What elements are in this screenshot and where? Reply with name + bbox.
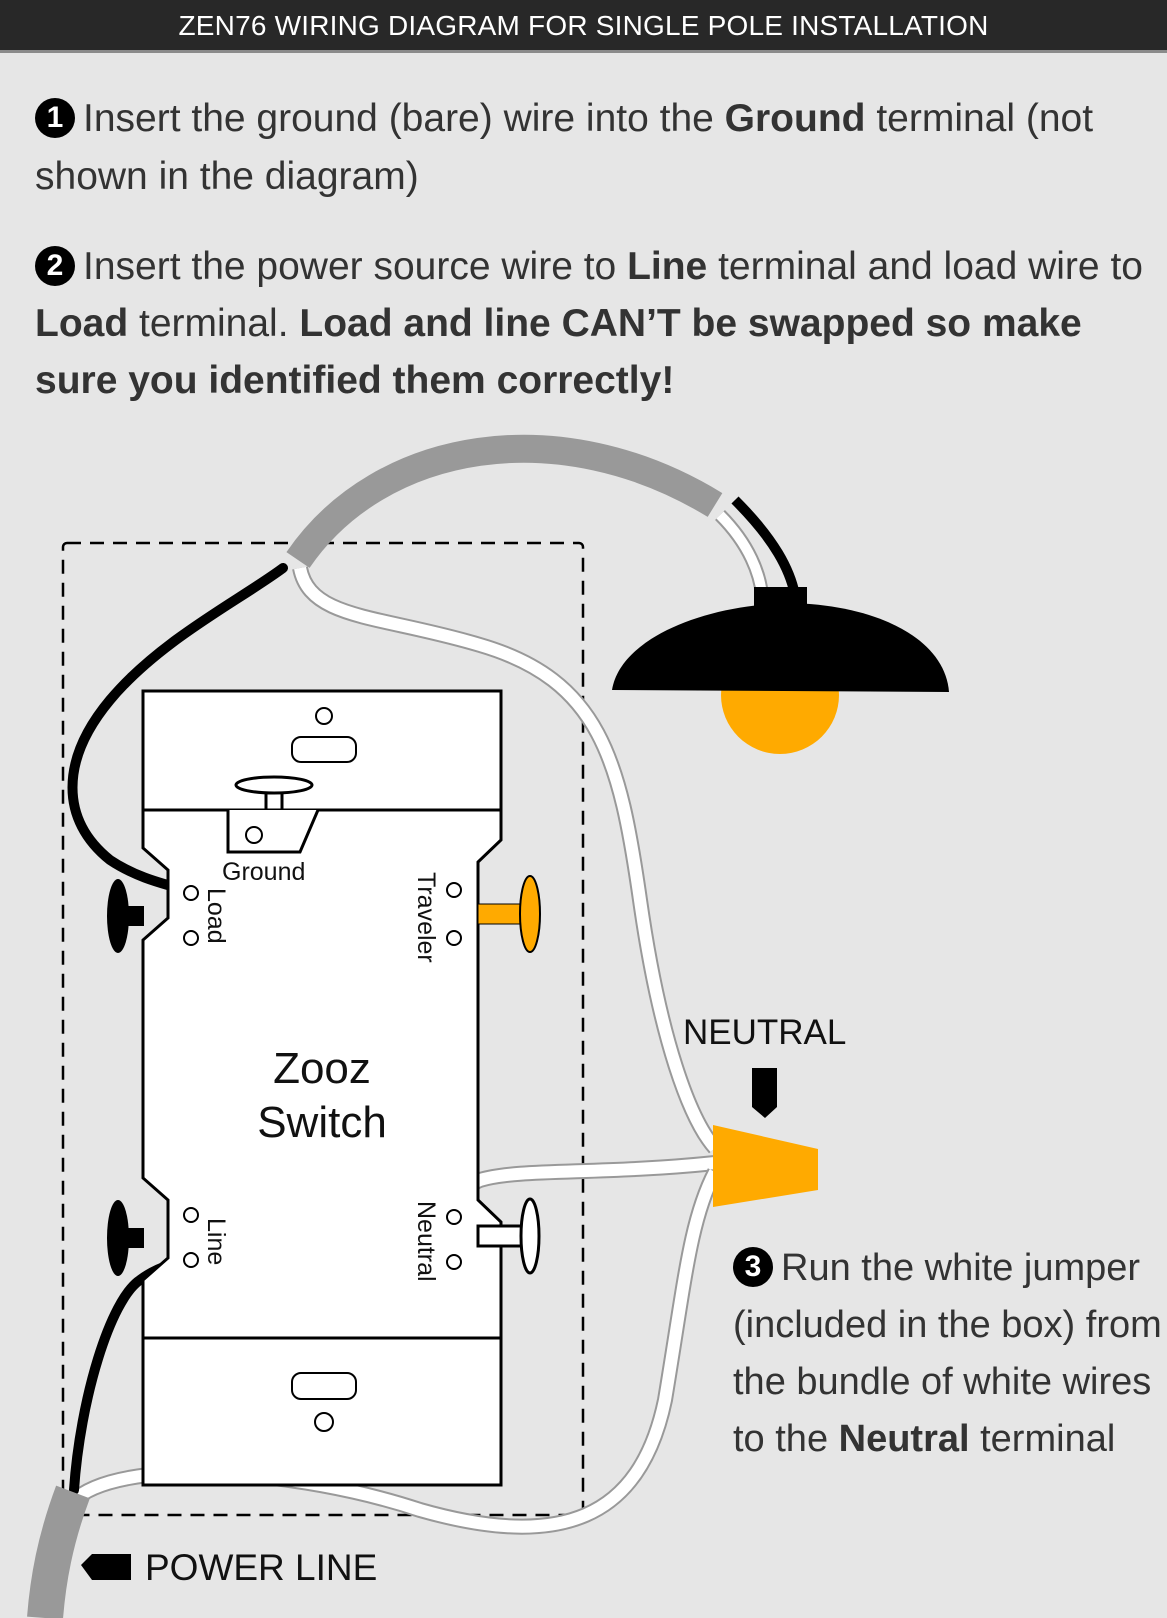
traveler-terminal-hole (446, 882, 462, 898)
load-terminal-hole (183, 885, 199, 901)
load-hot-wire (67, 563, 288, 897)
step-number-badge: 3 (733, 1247, 773, 1287)
neutral-screw-icon (476, 1197, 541, 1275)
step-text: terminal. (128, 302, 300, 345)
ground-terminal-label: Ground (222, 858, 305, 886)
lamp-cable-sheath (286, 434, 723, 568)
mounting-slot (291, 736, 357, 763)
lamp-hot-wire (731, 496, 800, 597)
step-text-bold: Neutral (838, 1418, 970, 1460)
traveler-screw-icon (477, 875, 541, 953)
mounting-slot (291, 1372, 357, 1400)
neutral-terminal-hole (446, 1209, 462, 1225)
neutral-wire-from-lamp (292, 565, 722, 1154)
step-text: Insert the power source wire to (83, 245, 628, 288)
light-fixture (612, 587, 949, 754)
power-cable-sheath (27, 1485, 90, 1618)
step-number-badge: 1 (35, 98, 75, 138)
step-number-badge: 2 (35, 246, 75, 286)
line-terminal-hole (183, 1207, 199, 1223)
step-text: Run the white jumper (included in the bo… (733, 1247, 1162, 1460)
step-text: terminal (not shown in the diagram) (35, 97, 1094, 198)
neutral-terminal-hole (446, 1254, 462, 1270)
neutral-callout-label: NEUTRAL (683, 1013, 846, 1052)
step-text-bold: Line (627, 245, 708, 288)
traveler-terminal-label: Traveler (412, 872, 440, 963)
step-text: terminal (969, 1418, 1116, 1460)
wire-nut-icon (713, 1125, 818, 1207)
lamp-shade-icon (612, 603, 949, 692)
step-warning-text: Load and line CAN’T be swapped so make s… (35, 302, 1082, 402)
line-terminal-hole (183, 1252, 199, 1268)
step-text-bold: Ground (724, 97, 866, 140)
left-arrow-icon (81, 1554, 131, 1580)
traveler-terminal-hole (446, 930, 462, 946)
step-text: terminal and load wire to (707, 245, 1143, 288)
down-arrow-icon (752, 1068, 777, 1118)
mounting-screw-hole (315, 707, 333, 725)
mounting-screw-hole (314, 1412, 334, 1432)
load-terminal-label: Load (202, 888, 230, 944)
switch-brand-label: Zooz (273, 1044, 371, 1093)
line-terminal-label: Line (202, 1218, 230, 1265)
diagram-title: ZEN76 WIRING DIAGRAM FOR SINGLE POLE INS… (0, 0, 1167, 53)
step-text: Insert the ground (bare) wire into the (83, 97, 725, 140)
neutral-terminal-label: Neutral (412, 1201, 440, 1282)
step-text-bold: Load (35, 302, 129, 345)
zooz-switch: Ground Load Traveler Line Neutral Zooz S… (141, 689, 503, 1487)
load-screw-icon (107, 879, 144, 953)
line-screw-icon (107, 1200, 144, 1276)
power-line-callout-label: POWER LINE (145, 1547, 377, 1588)
switch-model-label: Switch (257, 1098, 387, 1147)
ground-screw-icon (226, 775, 320, 854)
load-terminal-hole (183, 930, 199, 946)
